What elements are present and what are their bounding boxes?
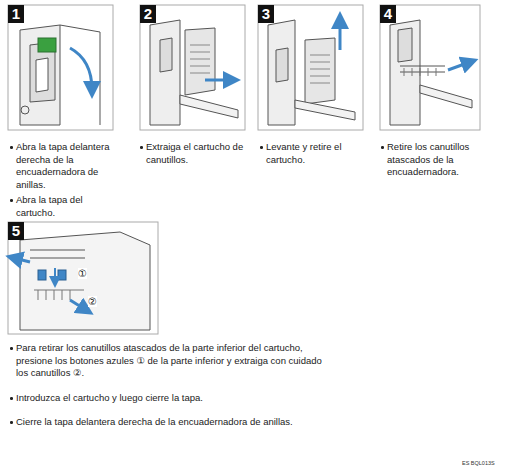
label-text: Para retirar los canutillos atascados de… bbox=[16, 342, 326, 380]
step-number: 5 bbox=[8, 222, 24, 240]
figure-code: ES BQL013S bbox=[462, 460, 495, 466]
label-text: Levante y retire el cartucho. bbox=[266, 141, 366, 166]
bullet bbox=[381, 146, 384, 149]
step-caption: Para retirar los canutillos atascados de… bbox=[10, 342, 326, 380]
step-caption: Introduzca el cartucho y luego cierre la… bbox=[10, 392, 326, 405]
label-text: ② bbox=[88, 296, 97, 307]
step-number-text: 2 bbox=[140, 5, 156, 23]
label-text: Retire los canutillos atascados de la en… bbox=[387, 141, 487, 179]
step-caption: Retire los canutillos atascados de la en… bbox=[381, 141, 487, 179]
step-number: 2 bbox=[140, 5, 156, 23]
label-text: Abra la tapa del cartucho. bbox=[16, 194, 124, 219]
bullet bbox=[10, 199, 13, 202]
label-text: Extraiga el cartucho de canutillos. bbox=[146, 141, 251, 166]
step-caption: Extraiga el cartucho de canutillos. bbox=[140, 141, 251, 166]
step-number-text: 1 bbox=[8, 5, 24, 23]
label-text: Abra la tapa delantera derecha de la enc… bbox=[16, 141, 124, 191]
bullet bbox=[10, 146, 13, 149]
label-text: ① bbox=[78, 268, 87, 279]
step-caption: Abra la tapa delantera derecha de la enc… bbox=[10, 141, 124, 191]
step-caption: Levante y retire el cartucho. bbox=[260, 141, 366, 166]
step-number-text: 4 bbox=[380, 5, 396, 23]
step-caption: Cierre la tapa delantera derecha de la e… bbox=[10, 416, 326, 429]
step-number: 1 bbox=[8, 5, 24, 23]
step-number-text: 5 bbox=[8, 222, 24, 240]
bullet bbox=[260, 146, 263, 149]
bullet bbox=[10, 347, 13, 350]
bullet bbox=[10, 421, 13, 424]
step-caption: Abra la tapa del cartucho. bbox=[10, 194, 124, 219]
callout-number: ② bbox=[88, 296, 97, 307]
step-number-text: 3 bbox=[258, 5, 274, 23]
step-number: 4 bbox=[380, 5, 396, 23]
step-number: 3 bbox=[258, 5, 274, 23]
label-text: ES BQL013S bbox=[462, 460, 495, 466]
label-text: Cierre la tapa delantera derecha de la e… bbox=[16, 416, 326, 429]
label-text: Introduzca el cartucho y luego cierre la… bbox=[16, 392, 326, 405]
bullet bbox=[10, 397, 13, 400]
bullet bbox=[140, 146, 143, 149]
callout-number: ① bbox=[78, 268, 87, 279]
